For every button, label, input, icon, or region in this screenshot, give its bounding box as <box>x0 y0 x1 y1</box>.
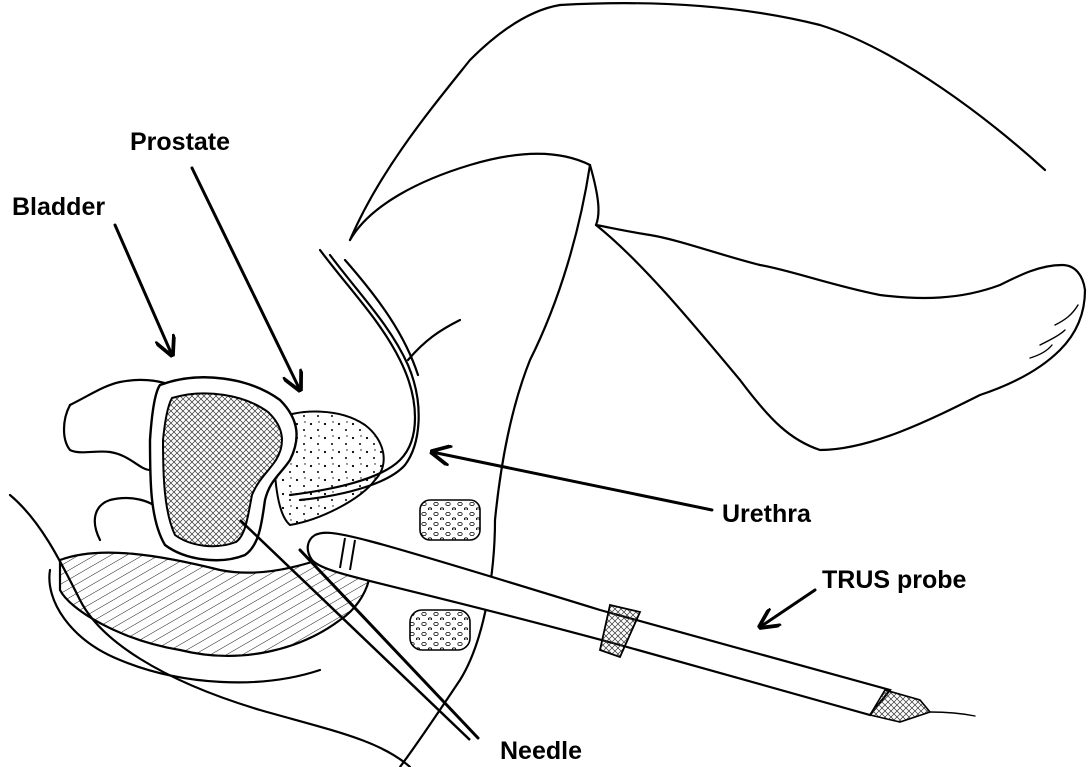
bladder <box>150 377 297 560</box>
prostate-label: Prostate <box>130 128 230 156</box>
bladder-arrow <box>115 225 172 355</box>
urethra-label: Urethra <box>722 500 812 528</box>
pubic-bone-lower <box>410 610 470 650</box>
leg-outline <box>350 3 1085 450</box>
pubic-bone-upper <box>420 500 480 540</box>
bladder-label: Bladder <box>12 193 105 221</box>
trus-probe-arrow <box>760 590 815 627</box>
trus-probe-label: TRUS probe <box>822 566 967 594</box>
prostate-arrow <box>192 168 300 390</box>
trus-probe <box>308 533 975 722</box>
needle-label: Needle <box>500 737 582 765</box>
